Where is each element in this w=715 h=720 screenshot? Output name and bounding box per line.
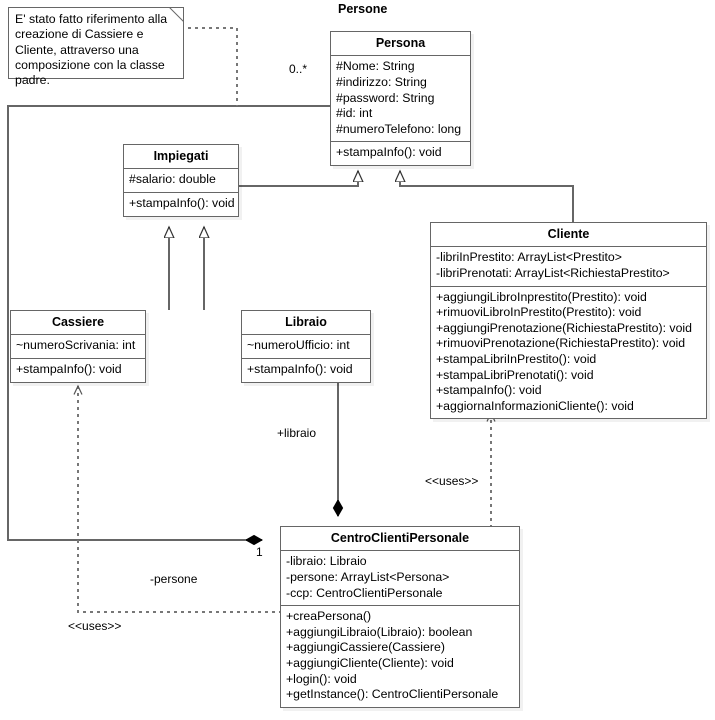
divider bbox=[331, 55, 470, 57]
class-centro-attributes: -libraio: Libraio -persone: ArrayList<Pe… bbox=[281, 551, 519, 605]
role-label-libraio: +libraio bbox=[277, 426, 317, 440]
page-title: Persone bbox=[338, 2, 388, 16]
operation-row: +stampaInfo(): void bbox=[336, 145, 442, 160]
attribute-row: -ccp: CentroClientiPersonale bbox=[286, 585, 443, 600]
divider bbox=[431, 246, 706, 248]
operation-row: +creaPersona() bbox=[286, 609, 372, 624]
operation-row: +aggiungiLibraio(Libraio): boolean bbox=[286, 624, 473, 639]
attribute-row: -libriPrenotati: ArrayList<RichiestaPres… bbox=[436, 265, 670, 280]
stereotype-label-uses-left: <<uses>> bbox=[68, 619, 122, 633]
operation-row: +aggiungiPrenotazione(RichiestaPrestito)… bbox=[436, 320, 692, 335]
attribute-row: ~numeroUfficio: int bbox=[247, 338, 350, 353]
attribute-row: #id: int bbox=[336, 106, 373, 121]
class-cassiere-name: Cassiere bbox=[51, 315, 105, 329]
class-cliente[interactable]: Cliente -libriInPrestito: ArrayList<Pres… bbox=[430, 222, 707, 420]
note-fold-icon bbox=[169, 7, 184, 22]
operation-row: +login(): void bbox=[286, 671, 357, 686]
class-impiegati-name: Impiegati bbox=[153, 149, 209, 163]
operation-row: +stampaLibriPrenotati(): void bbox=[436, 367, 594, 382]
operation-row: +aggiornaInformazioniCliente(): void bbox=[436, 398, 634, 413]
operation-row: +aggiungiCassiere(Cassiere) bbox=[286, 640, 445, 655]
attribute-row: -libraio: Libraio bbox=[286, 554, 367, 569]
class-cassiere[interactable]: Cassiere ~numeroScrivania: int +stampaIn… bbox=[10, 310, 146, 383]
attribute-row: -libriInPrestito: ArrayList<Prestito> bbox=[436, 250, 622, 265]
operation-row: +stampaLibriInPrestito(): void bbox=[436, 351, 597, 366]
divider bbox=[431, 285, 706, 287]
multiplicity-label-many: 0..* bbox=[289, 62, 308, 76]
attribute-row: ~numeroScrivania: int bbox=[16, 338, 136, 353]
class-impiegati-operations: +stampaInfo(): void bbox=[124, 193, 238, 216]
class-centro-clienti-personale[interactable]: CentroClientiPersonale -libraio: Libraio… bbox=[280, 526, 520, 708]
divider bbox=[281, 605, 519, 607]
class-impiegati-attributes: #salario: double bbox=[124, 169, 238, 192]
class-libraio[interactable]: Libraio ~numeroUfficio: int +stampaInfo(… bbox=[241, 310, 371, 383]
class-persona-attributes: #Nome: String #indirizzo: String #passwo… bbox=[331, 56, 470, 141]
operation-row: +stampaInfo(): void bbox=[436, 383, 542, 398]
class-libraio-attributes: ~numeroUfficio: int bbox=[242, 335, 370, 358]
attribute-row: #numeroTelefono: long bbox=[336, 121, 462, 136]
operation-row: +aggiungiCliente(Cliente): void bbox=[286, 655, 454, 670]
role-label-persone: -persone bbox=[150, 572, 198, 586]
stereotype-label-uses-right: <<uses>> bbox=[425, 474, 479, 488]
class-libraio-operations: +stampaInfo(): void bbox=[242, 359, 370, 382]
note-comment: E' stato fatto riferimento alla creazion… bbox=[8, 7, 184, 87]
class-persona-operations: +stampaInfo(): void bbox=[331, 142, 470, 165]
class-persona[interactable]: Persona #Nome: String #indirizzo: String… bbox=[330, 31, 471, 166]
operation-row: +aggiungiLibroInprestito(Prestito): void bbox=[436, 289, 647, 304]
class-centro-operations: +creaPersona() +aggiungiLibraio(Libraio)… bbox=[281, 606, 519, 707]
operation-row: +rimuoviLibroInPrestito(Prestito): void bbox=[436, 305, 642, 320]
multiplicity-label-one: 1 bbox=[256, 545, 263, 559]
divider bbox=[281, 550, 519, 552]
class-cliente-name: Cliente bbox=[547, 227, 590, 241]
attribute-row: -persone: ArrayList<Persona> bbox=[286, 569, 450, 584]
class-persona-name: Persona bbox=[375, 36, 426, 50]
class-impiegati[interactable]: Impiegati #salario: double +stampaInfo()… bbox=[123, 144, 239, 217]
note-text: E' stato fatto riferimento alla creazion… bbox=[15, 12, 168, 88]
operation-row: +getInstance(): CentroClientiPersonale bbox=[286, 687, 499, 702]
class-centro-name: CentroClientiPersonale bbox=[330, 531, 470, 545]
class-cassiere-attributes: ~numeroScrivania: int bbox=[11, 335, 145, 358]
edge-cliente-inherits-persona bbox=[400, 171, 574, 222]
class-cassiere-operations: +stampaInfo(): void bbox=[11, 359, 145, 382]
attribute-row: #indirizzo: String bbox=[336, 74, 427, 89]
divider bbox=[331, 141, 470, 143]
attribute-row: #password: String bbox=[336, 90, 435, 105]
class-cliente-operations: +aggiungiLibroInprestito(Prestito): void… bbox=[431, 287, 706, 419]
operation-row: +rimuoviPrenotazione(RichiestaPrestito):… bbox=[436, 336, 686, 351]
operation-row: +stampaInfo(): void bbox=[16, 361, 122, 376]
operation-row: +stampaInfo(): void bbox=[129, 195, 235, 210]
attribute-row: #Nome: String bbox=[336, 59, 415, 74]
class-cliente-attributes: -libriInPrestito: ArrayList<Prestito> -l… bbox=[431, 247, 706, 285]
attribute-row: #salario: double bbox=[129, 172, 216, 187]
operation-row: +stampaInfo(): void bbox=[247, 361, 353, 376]
edge-note-anchor bbox=[181, 27, 238, 106]
class-libraio-name: Libraio bbox=[285, 315, 327, 329]
